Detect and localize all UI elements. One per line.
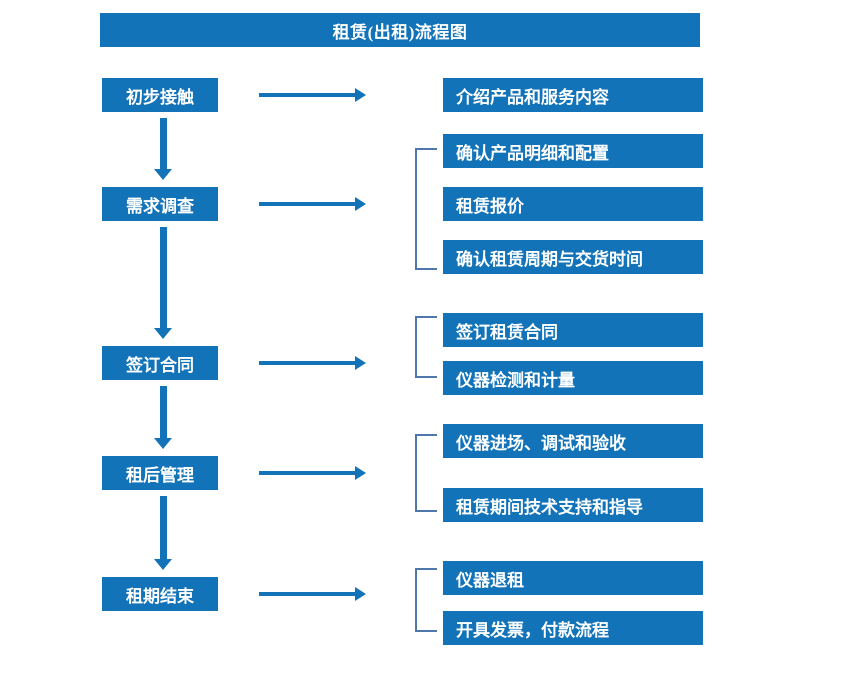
stage-label: 需求调查 bbox=[126, 196, 194, 216]
stage-label: 租后管理 bbox=[126, 465, 194, 485]
link-arrow-stage-1 bbox=[259, 88, 366, 102]
detail-box-invoice-payment-process[interactable]: 开具发票，付款流程 bbox=[443, 611, 703, 645]
stage-box-needs-survey[interactable]: 需求调查 bbox=[102, 187, 218, 221]
group-bracket-rental-end bbox=[415, 568, 437, 632]
detail-box-introduce-products-services[interactable]: 介绍产品和服务内容 bbox=[443, 78, 703, 112]
group-bracket-needs-survey bbox=[415, 148, 437, 270]
detail-box-sign-rental-contract[interactable]: 签订租赁合同 bbox=[443, 313, 703, 347]
flow-arrow-down-1 bbox=[154, 118, 172, 180]
detail-box-rental-quotation[interactable]: 租赁报价 bbox=[443, 187, 703, 221]
diagram-title-text: 租赁(出租)流程图 bbox=[332, 22, 468, 42]
flow-arrow-down-3 bbox=[154, 386, 172, 449]
group-bracket-sign-contract bbox=[415, 316, 437, 378]
detail-label: 仪器退租 bbox=[456, 570, 524, 590]
stage-label: 租期结束 bbox=[126, 586, 194, 606]
stage-box-initial-contact[interactable]: 初步接触 bbox=[102, 78, 218, 112]
detail-label: 签订租赁合同 bbox=[456, 322, 558, 342]
detail-label: 确认产品明细和配置 bbox=[456, 143, 609, 163]
detail-box-confirm-period-delivery[interactable]: 确认租赁周期与交货时间 bbox=[443, 240, 703, 274]
link-arrow-stage-5 bbox=[259, 587, 366, 601]
flow-arrow-down-2 bbox=[154, 227, 172, 339]
detail-label: 介绍产品和服务内容 bbox=[456, 87, 609, 107]
detail-box-instrument-entry-commissioning-acceptance[interactable]: 仪器进场、调试和验收 bbox=[443, 424, 703, 458]
detail-box-technical-support-guidance[interactable]: 租赁期间技术支持和指导 bbox=[443, 488, 703, 522]
detail-label: 租赁期间技术支持和指导 bbox=[456, 497, 643, 517]
stage-label: 签订合同 bbox=[126, 355, 194, 375]
detail-box-instrument-inspection-metering[interactable]: 仪器检测和计量 bbox=[443, 361, 703, 395]
detail-label: 开具发票，付款流程 bbox=[456, 620, 609, 640]
detail-label: 租赁报价 bbox=[456, 196, 524, 216]
detail-box-confirm-product-spec[interactable]: 确认产品明细和配置 bbox=[443, 134, 703, 168]
diagram-title-banner: 租赁(出租)流程图 bbox=[100, 13, 700, 47]
detail-label: 仪器进场、调试和验收 bbox=[456, 433, 626, 453]
link-arrow-stage-2 bbox=[259, 197, 366, 211]
stage-box-rental-end[interactable]: 租期结束 bbox=[102, 577, 218, 611]
link-arrow-stage-3 bbox=[259, 356, 366, 370]
detail-label: 确认租赁周期与交货时间 bbox=[456, 249, 643, 269]
stage-label: 初步接触 bbox=[126, 87, 194, 107]
stage-box-sign-contract[interactable]: 签订合同 bbox=[102, 346, 218, 380]
detail-box-instrument-return[interactable]: 仪器退租 bbox=[443, 561, 703, 595]
group-bracket-post-rental bbox=[415, 434, 437, 512]
link-arrow-stage-4 bbox=[259, 466, 366, 480]
detail-label: 仪器检测和计量 bbox=[456, 370, 575, 390]
flow-arrow-down-4 bbox=[154, 496, 172, 570]
stage-box-post-rental-management[interactable]: 租后管理 bbox=[102, 456, 218, 490]
